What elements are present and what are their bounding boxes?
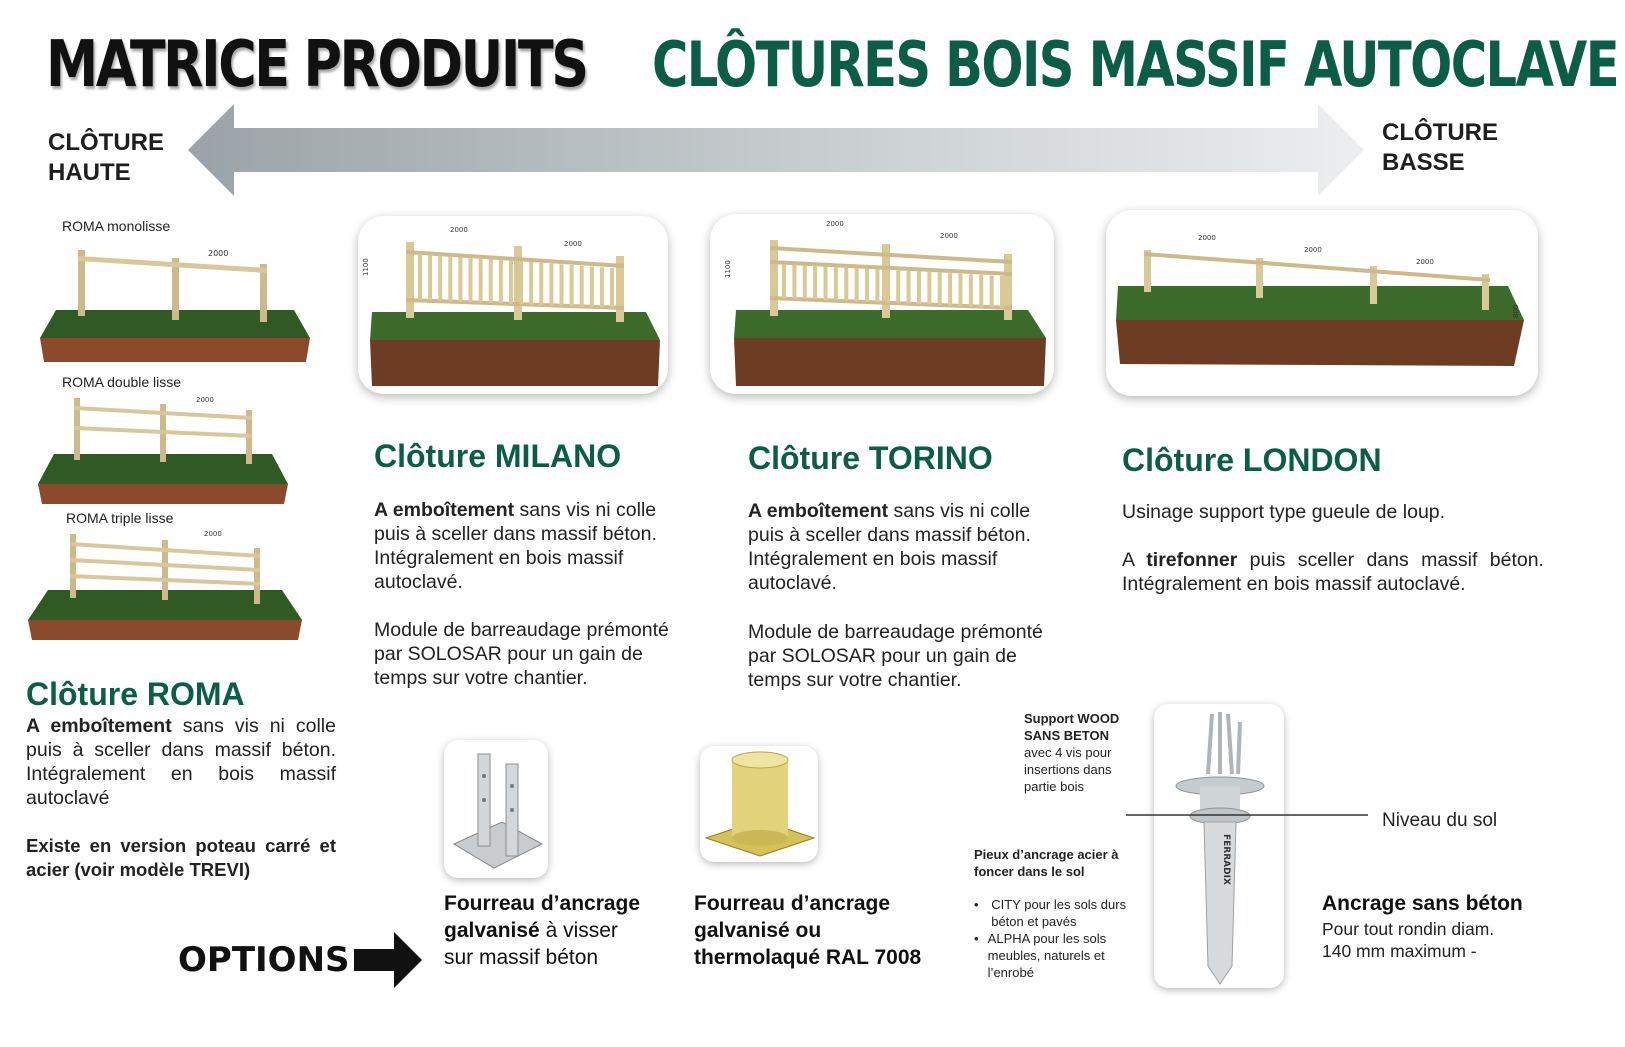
ancrage-description: Pour tout rondin diam. 140 mm maximum - — [1322, 919, 1495, 961]
torino-fence-image: 2000 2000 1100 — [724, 220, 1046, 386]
page-subtitle: CLÔTURES BOIS MASSIF AUTOCLAVE — [652, 28, 1620, 101]
sleeve-image — [704, 751, 816, 857]
pieux-item-city: •CITY pour les sols durs béton et pavés — [974, 897, 1127, 929]
milano-title: Clôture MILANO — [374, 438, 622, 474]
svg-text:2000: 2000 — [208, 249, 228, 258]
roma-variant-label-3: ROMA triple lisse — [66, 510, 174, 526]
london-dim-1: 2000 — [1198, 234, 1216, 242]
ferradix-label: FERRADIX — [1221, 834, 1231, 885]
london-line-1: Usinage support type gueule de loup. — [1122, 501, 1446, 523]
svg-text:2000: 2000 — [204, 530, 222, 538]
london-fence-image: 2000 2000 2000 800 — [1116, 234, 1524, 366]
roma-variant-label-2: ROMA double lisse — [62, 374, 182, 390]
milano-dim-1: 2000 — [450, 226, 468, 234]
torino-module: Module de barreaudage prémonté par SOLOS… — [748, 621, 1043, 691]
torino-description: A emboîtement sans vis ni colle puis à s… — [748, 500, 1031, 594]
roma-monolisse-image: 2000 — [40, 249, 310, 362]
fourreau-ral-image-card — [700, 746, 818, 862]
milano-image-card: 2000 2000 1100 — [358, 216, 668, 394]
roma-title: Clôture ROMA — [26, 676, 245, 712]
london-line-2: A tirefonner puis sceller dans massif bé… — [1122, 549, 1544, 595]
pieux-item-alpha: •ALPHA pour les sols meubles, naturels e… — [974, 931, 1107, 980]
page-title: MATRICE PRODUITS — [46, 28, 589, 102]
torino-dim-1: 2000 — [826, 220, 844, 228]
options-label: OPTIONS — [178, 940, 350, 980]
roma-double-lisse-image: 2000 — [38, 396, 288, 504]
london-dim-4: 800 — [1512, 305, 1520, 318]
torino-dim-3: 1100 — [724, 260, 732, 278]
label-cloture-haute: CLÔTURE HAUTE — [48, 129, 164, 186]
label-cloture-basse: CLÔTURE BASSE — [1382, 119, 1498, 176]
fourreau-ral-text: Fourreau d’ancrage galvanisé ou thermola… — [694, 892, 922, 969]
fourreau-visser-text: Fourreau d’ancrage galvanisé à visser su… — [444, 892, 641, 969]
ground-anchor-image: FERRADIX — [1175, 712, 1265, 985]
milano-dim-2: 2000 — [564, 240, 582, 248]
milano-dim-3: 1100 — [362, 258, 370, 276]
bracket-image — [452, 753, 544, 869]
london-dim-3: 2000 — [1416, 258, 1434, 266]
fourreau-visser-image-card — [444, 740, 548, 878]
milano-description: A emboîtement sans vis ni colle puis à s… — [374, 499, 657, 593]
torino-title: Clôture TORINO — [748, 440, 993, 476]
pieux-title: Pieux d’ancrage acier à foncer dans le s… — [974, 847, 1119, 879]
london-image-card: 2000 2000 2000 800 — [1106, 210, 1538, 396]
torino-dim-2: 2000 — [940, 232, 958, 240]
roma-variant-label-1: ROMA monolisse — [62, 218, 171, 234]
london-dim-2: 2000 — [1304, 246, 1322, 254]
scale-arrow — [188, 104, 1364, 196]
torino-image-card: 2000 2000 1100 — [710, 214, 1054, 394]
roma-note: Existe en version poteau carré et acier … — [26, 835, 336, 880]
support-wood-text: Support WOOD SANS BETON avec 4 vis pour … — [1024, 711, 1120, 794]
roma-description: A emboîtement sans vis ni colle puis à s… — [26, 715, 336, 809]
milano-fence-image: 2000 2000 1100 — [362, 226, 660, 386]
options-arrow-icon — [354, 932, 422, 988]
pieux-list: •CITY pour les sols durs béton et pavés … — [974, 896, 1134, 981]
milano-module: Module de barreaudage prémonté par SOLOS… — [374, 619, 669, 689]
ground-anchor-image-card: FERRADIX — [1154, 704, 1284, 988]
roma-triple-lisse-image: 2000 — [28, 530, 302, 640]
svg-text:2000: 2000 — [196, 396, 214, 404]
ancrage-title: Ancrage sans béton — [1322, 892, 1523, 915]
niveau-sol-label: Niveau du sol — [1382, 810, 1498, 831]
london-title: Clôture LONDON — [1122, 442, 1382, 478]
ground-level-line — [1126, 814, 1368, 816]
